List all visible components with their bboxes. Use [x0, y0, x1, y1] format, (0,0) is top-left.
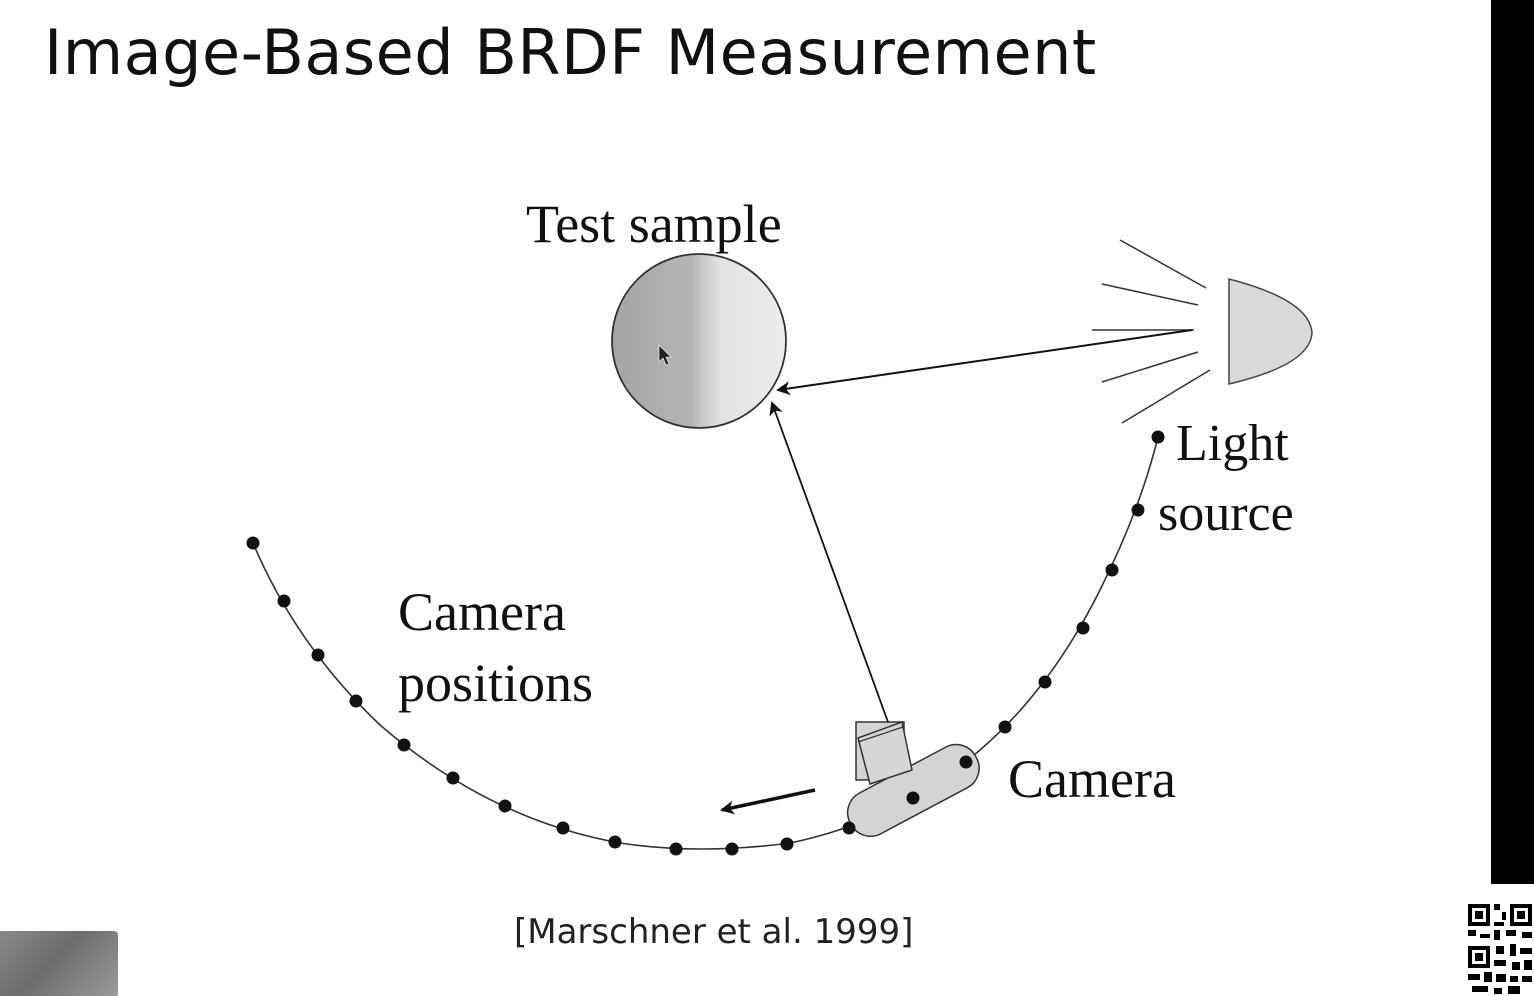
citation: [Marschner et al. 1999]	[514, 912, 914, 952]
camera-positions-label-line1: Camera	[398, 582, 566, 642]
test-sample-label: Test sample	[526, 194, 782, 254]
presenter-webcam-thumbnail	[0, 931, 118, 996]
qr-code-icon	[1466, 900, 1534, 996]
light-source-label-line2: source	[1158, 485, 1294, 542]
right-black-bar	[1491, 0, 1534, 884]
camera-lens	[857, 720, 913, 785]
camera-label: Camera	[1008, 749, 1176, 809]
mouse-cursor-icon	[658, 344, 672, 366]
camera-arc	[252, 436, 1159, 850]
camera-positions-label-line2: positions	[398, 653, 593, 713]
camera-motion-arrow	[720, 788, 816, 815]
light-source-label-line1: Light	[1176, 415, 1289, 472]
camera-position-dots	[246, 430, 1165, 856]
light-rays	[1092, 239, 1211, 424]
light-source-lamp	[1228, 278, 1313, 385]
test-sample-sphere	[611, 253, 787, 429]
camera-to-sample-arrow	[769, 401, 889, 723]
slide-title: Image-Based BRDF Measurement	[44, 16, 1097, 89]
light-to-sample-arrow	[776, 329, 1193, 396]
